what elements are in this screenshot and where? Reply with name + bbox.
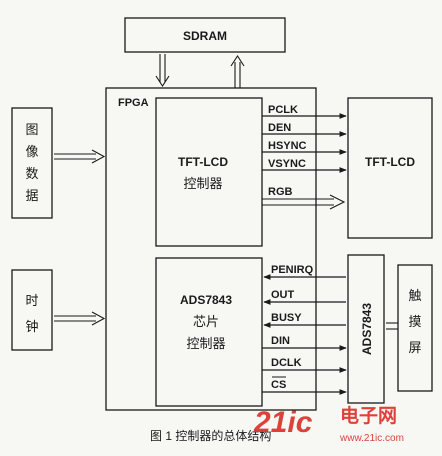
fpga-block: [105, 87, 317, 411]
watermark-site: 电子网: [340, 404, 397, 427]
tft-signal-arrows: [262, 113, 347, 173]
ads-chip-label: ADS7843: [360, 303, 374, 355]
signal-din: DIN: [271, 335, 290, 347]
signal-vsync: VSYNC: [268, 158, 306, 170]
signal-cs: CS: [271, 379, 286, 391]
image-data-char-1: 图: [25, 122, 38, 137]
signal-rgb: RGB: [268, 186, 293, 198]
tft-controller-line-2: 控制器: [183, 176, 222, 191]
signal-busy: BUSY: [271, 312, 302, 324]
tft-controller-block: [155, 97, 263, 247]
touch-ads-link: [386, 322, 398, 330]
image-data-char-2: 像: [25, 144, 38, 159]
touch-screen-char-2: 摸: [408, 314, 421, 329]
touch-screen-char-1: 触: [408, 288, 421, 303]
signal-dclk: DCLK: [271, 357, 302, 369]
signal-pclk: PCLK: [268, 104, 298, 116]
ads-signal-arrows: [262, 274, 347, 395]
clock-char-1: 时: [25, 293, 38, 308]
clock-char-2: 钟: [25, 319, 38, 334]
figure-caption: 图 1 控制器的总体结构: [150, 428, 271, 443]
clock-arrow: [54, 311, 106, 326]
ads-controller-line-2: 芯片: [193, 314, 219, 329]
signal-den: DEN: [268, 122, 291, 134]
image-data-block: [11, 107, 53, 219]
sdram-block: [124, 17, 286, 53]
clock-block: [11, 269, 53, 351]
rgb-bus-arrow: [262, 194, 346, 210]
touch-screen-char-3: 屏: [408, 340, 421, 355]
sdram-label: SDRAM: [183, 29, 227, 43]
watermark-logo: 21ic 电子网 www.21ic.com: [253, 404, 404, 444]
tft-controller-line-1: TFT-LCD: [178, 155, 228, 169]
ads-controller-line-3: 控制器: [186, 336, 225, 351]
watermark-21ic: 21ic: [253, 406, 313, 439]
ads-signal-labels: PENIRQ OUT BUSY DIN DCLK CS: [271, 264, 314, 391]
tft-signal-labels: PCLK DEN HSYNC VSYNC RGB: [268, 104, 307, 198]
image-data-char-4: 据: [25, 188, 38, 203]
image-data-char-3: 数: [25, 166, 38, 181]
fpga-label: FPGA: [118, 97, 149, 109]
image-data-arrow: [54, 149, 106, 164]
signal-hsync: HSYNC: [268, 140, 307, 152]
ads-controller-block: [155, 257, 263, 407]
ads-chip-block: [347, 254, 385, 404]
signal-out: OUT: [271, 289, 295, 301]
tft-lcd-label: TFT-LCD: [365, 155, 415, 169]
touch-screen-block: [397, 264, 433, 392]
ads-controller-line-1: ADS7843: [180, 293, 232, 307]
signal-penirq: PENIRQ: [271, 264, 314, 276]
tft-lcd-block: [347, 97, 433, 239]
watermark-url: www.21ic.com: [339, 433, 404, 444]
sdram-fpga-bus: [155, 54, 245, 88]
